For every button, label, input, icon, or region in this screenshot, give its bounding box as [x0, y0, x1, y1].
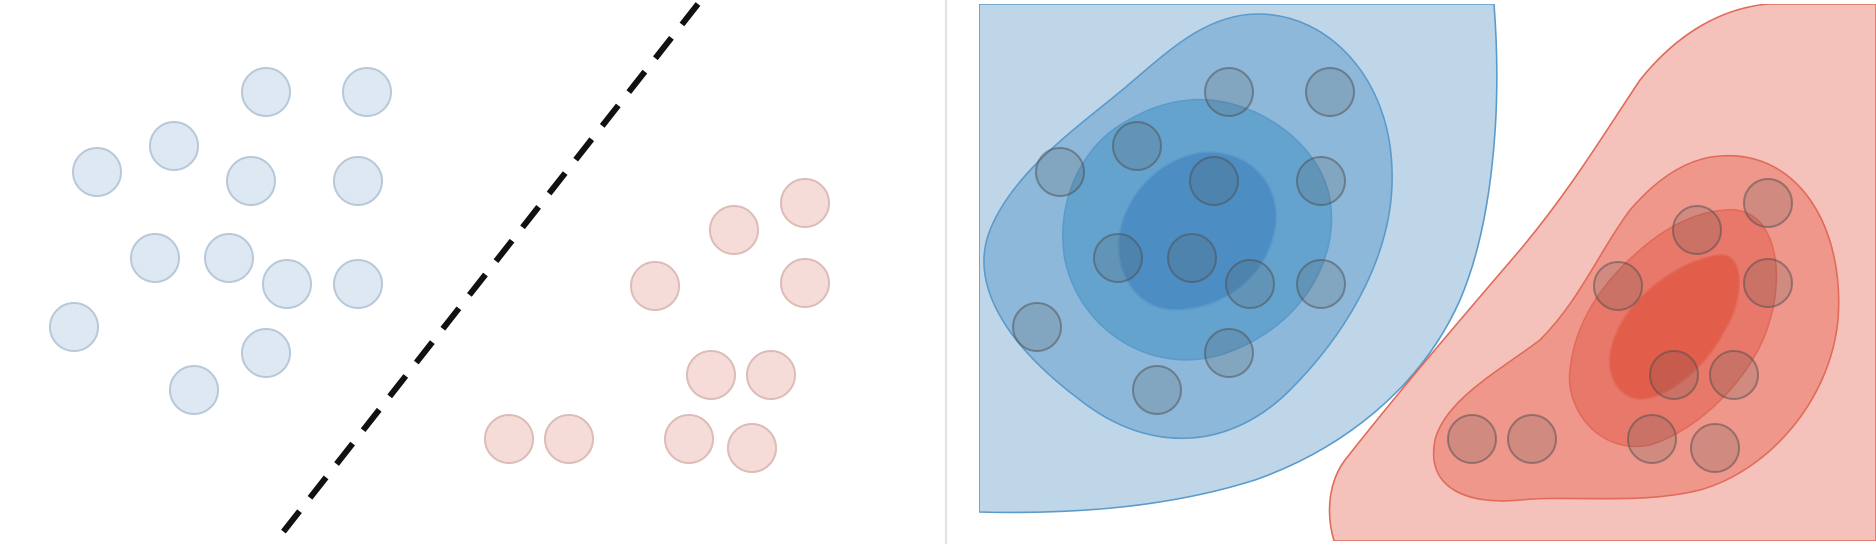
data-point: [1225, 259, 1275, 309]
data-point: [1204, 67, 1254, 117]
data-point: [630, 261, 680, 311]
blue-density-contours: [979, 4, 1498, 514]
data-point: [1743, 258, 1793, 308]
data-point: [72, 147, 122, 197]
overlay-points: [1012, 67, 1793, 473]
data-point: [1296, 156, 1346, 206]
data-point: [262, 259, 312, 309]
data-point: [1112, 121, 1162, 171]
decision-boundary: [277, 2, 701, 538]
scatter-panel: [49, 2, 830, 538]
density-panel: [979, 4, 1876, 541]
data-point: [1649, 350, 1699, 400]
data-point: [1743, 178, 1793, 228]
data-point: [780, 258, 830, 308]
data-point: [130, 233, 180, 283]
class-a-points: [49, 67, 392, 415]
class-b-points: [484, 178, 830, 473]
data-point: [544, 414, 594, 464]
data-point: [204, 233, 254, 283]
data-point: [1012, 302, 1062, 352]
data-point: [49, 302, 99, 352]
data-point: [709, 205, 759, 255]
data-point: [780, 178, 830, 228]
data-point: [1672, 205, 1722, 255]
data-point: [333, 156, 383, 206]
data-point: [727, 423, 777, 473]
data-point: [1189, 156, 1239, 206]
blue-contour-level-4: [1117, 151, 1278, 311]
data-point: [1035, 147, 1085, 197]
data-point: [1627, 414, 1677, 464]
data-point: [241, 67, 291, 117]
data-point: [1296, 259, 1346, 309]
data-point: [1507, 414, 1557, 464]
data-point: [1690, 423, 1740, 473]
data-point: [664, 414, 714, 464]
data-point: [1305, 67, 1355, 117]
data-point: [1167, 233, 1217, 283]
data-point: [1447, 414, 1497, 464]
data-point: [1709, 350, 1759, 400]
data-point: [241, 328, 291, 378]
data-point: [1093, 233, 1143, 283]
data-point: [169, 365, 219, 415]
red-density-contours: [1328, 4, 1876, 541]
data-point: [746, 350, 796, 400]
data-point: [333, 259, 383, 309]
data-point: [686, 350, 736, 400]
data-point: [149, 121, 199, 171]
data-point: [1593, 261, 1643, 311]
data-point: [484, 414, 534, 464]
red-contour-level-4: [1608, 254, 1741, 400]
data-point: [226, 156, 276, 206]
data-point: [1132, 365, 1182, 415]
data-point: [1204, 328, 1254, 378]
data-point: [342, 67, 392, 117]
